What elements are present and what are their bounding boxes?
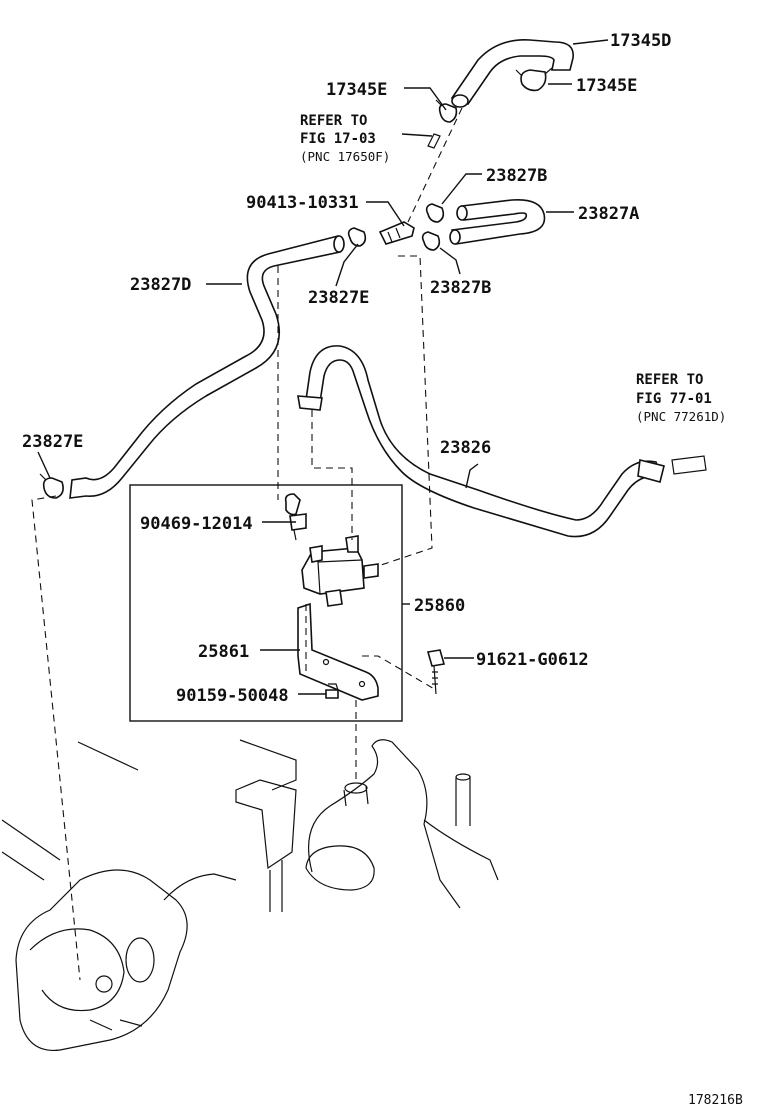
bolt-91621-g0612[interactable] <box>426 649 446 695</box>
ref-77261d-line2: FIG 77-01 <box>636 391 712 407</box>
ref-17650f-line3: (PNC 17650F) <box>300 149 390 164</box>
clamp-23827e-mid[interactable] <box>347 227 367 247</box>
label-23827e-mid: 23827E <box>308 288 369 308</box>
label-17345d: 17345D <box>610 31 671 51</box>
label-23827b-top: 23827B <box>486 166 547 186</box>
vacuum-switching-valve[interactable] <box>301 535 379 607</box>
label-23827e-left: 23827E <box>22 432 83 452</box>
pipe-ref-17650f <box>427 133 441 149</box>
label-90159-50048: 90159-50048 <box>176 686 289 706</box>
dash-17345-to-fitting <box>407 107 463 223</box>
label-90469-12014: 90469-12014 <box>140 514 253 534</box>
hose-17345d[interactable] <box>450 39 574 108</box>
label-23827d: 23827D <box>130 275 191 295</box>
label-25860: 25860 <box>414 596 465 616</box>
label-91621-g0612: 91621-G0612 <box>476 650 589 670</box>
dashed-routing <box>31 255 437 981</box>
filter-90469-12014[interactable] <box>284 493 307 541</box>
hose-23827d[interactable] <box>69 234 345 499</box>
label-23827a: 23827A <box>578 204 639 224</box>
hose-23826[interactable] <box>297 345 665 538</box>
clamp-23827b-bottom[interactable] <box>421 231 441 251</box>
leader-lines <box>37 39 609 695</box>
pipe-ref-77261d <box>671 455 707 475</box>
bracket-25861[interactable] <box>297 602 379 701</box>
label-25861: 25861 <box>198 642 249 662</box>
diagram-code: 178216B <box>688 1093 743 1108</box>
ref-77261d-line1: REFER TO <box>636 372 703 388</box>
label-90413-10331: 90413-10331 <box>246 193 359 213</box>
ref-77261d-line3: (PNC 77261D) <box>636 409 726 424</box>
clamp-23827b-top[interactable] <box>425 203 445 223</box>
engine-intake-manifold <box>1 739 499 1052</box>
label-17345e-right: 17345E <box>576 76 637 96</box>
label-23827b-bottom: 23827B <box>430 278 491 298</box>
clamp-17345e-left[interactable] <box>435 99 458 123</box>
clamp-17345e-right[interactable] <box>515 67 553 92</box>
clamp-23827e-left[interactable] <box>39 473 64 499</box>
label-23826: 23826 <box>440 438 491 458</box>
ref-17650f-line1: REFER TO <box>300 113 367 129</box>
hose-23827a[interactable] <box>449 198 546 245</box>
assembly-box-25860 <box>129 484 403 722</box>
label-17345e-left: 17345E <box>326 80 387 100</box>
bolt-90159-50048[interactable] <box>325 683 339 699</box>
fitting-90413-10331[interactable] <box>378 221 415 245</box>
ref-17650f-line2: FIG 17-03 <box>300 131 376 147</box>
